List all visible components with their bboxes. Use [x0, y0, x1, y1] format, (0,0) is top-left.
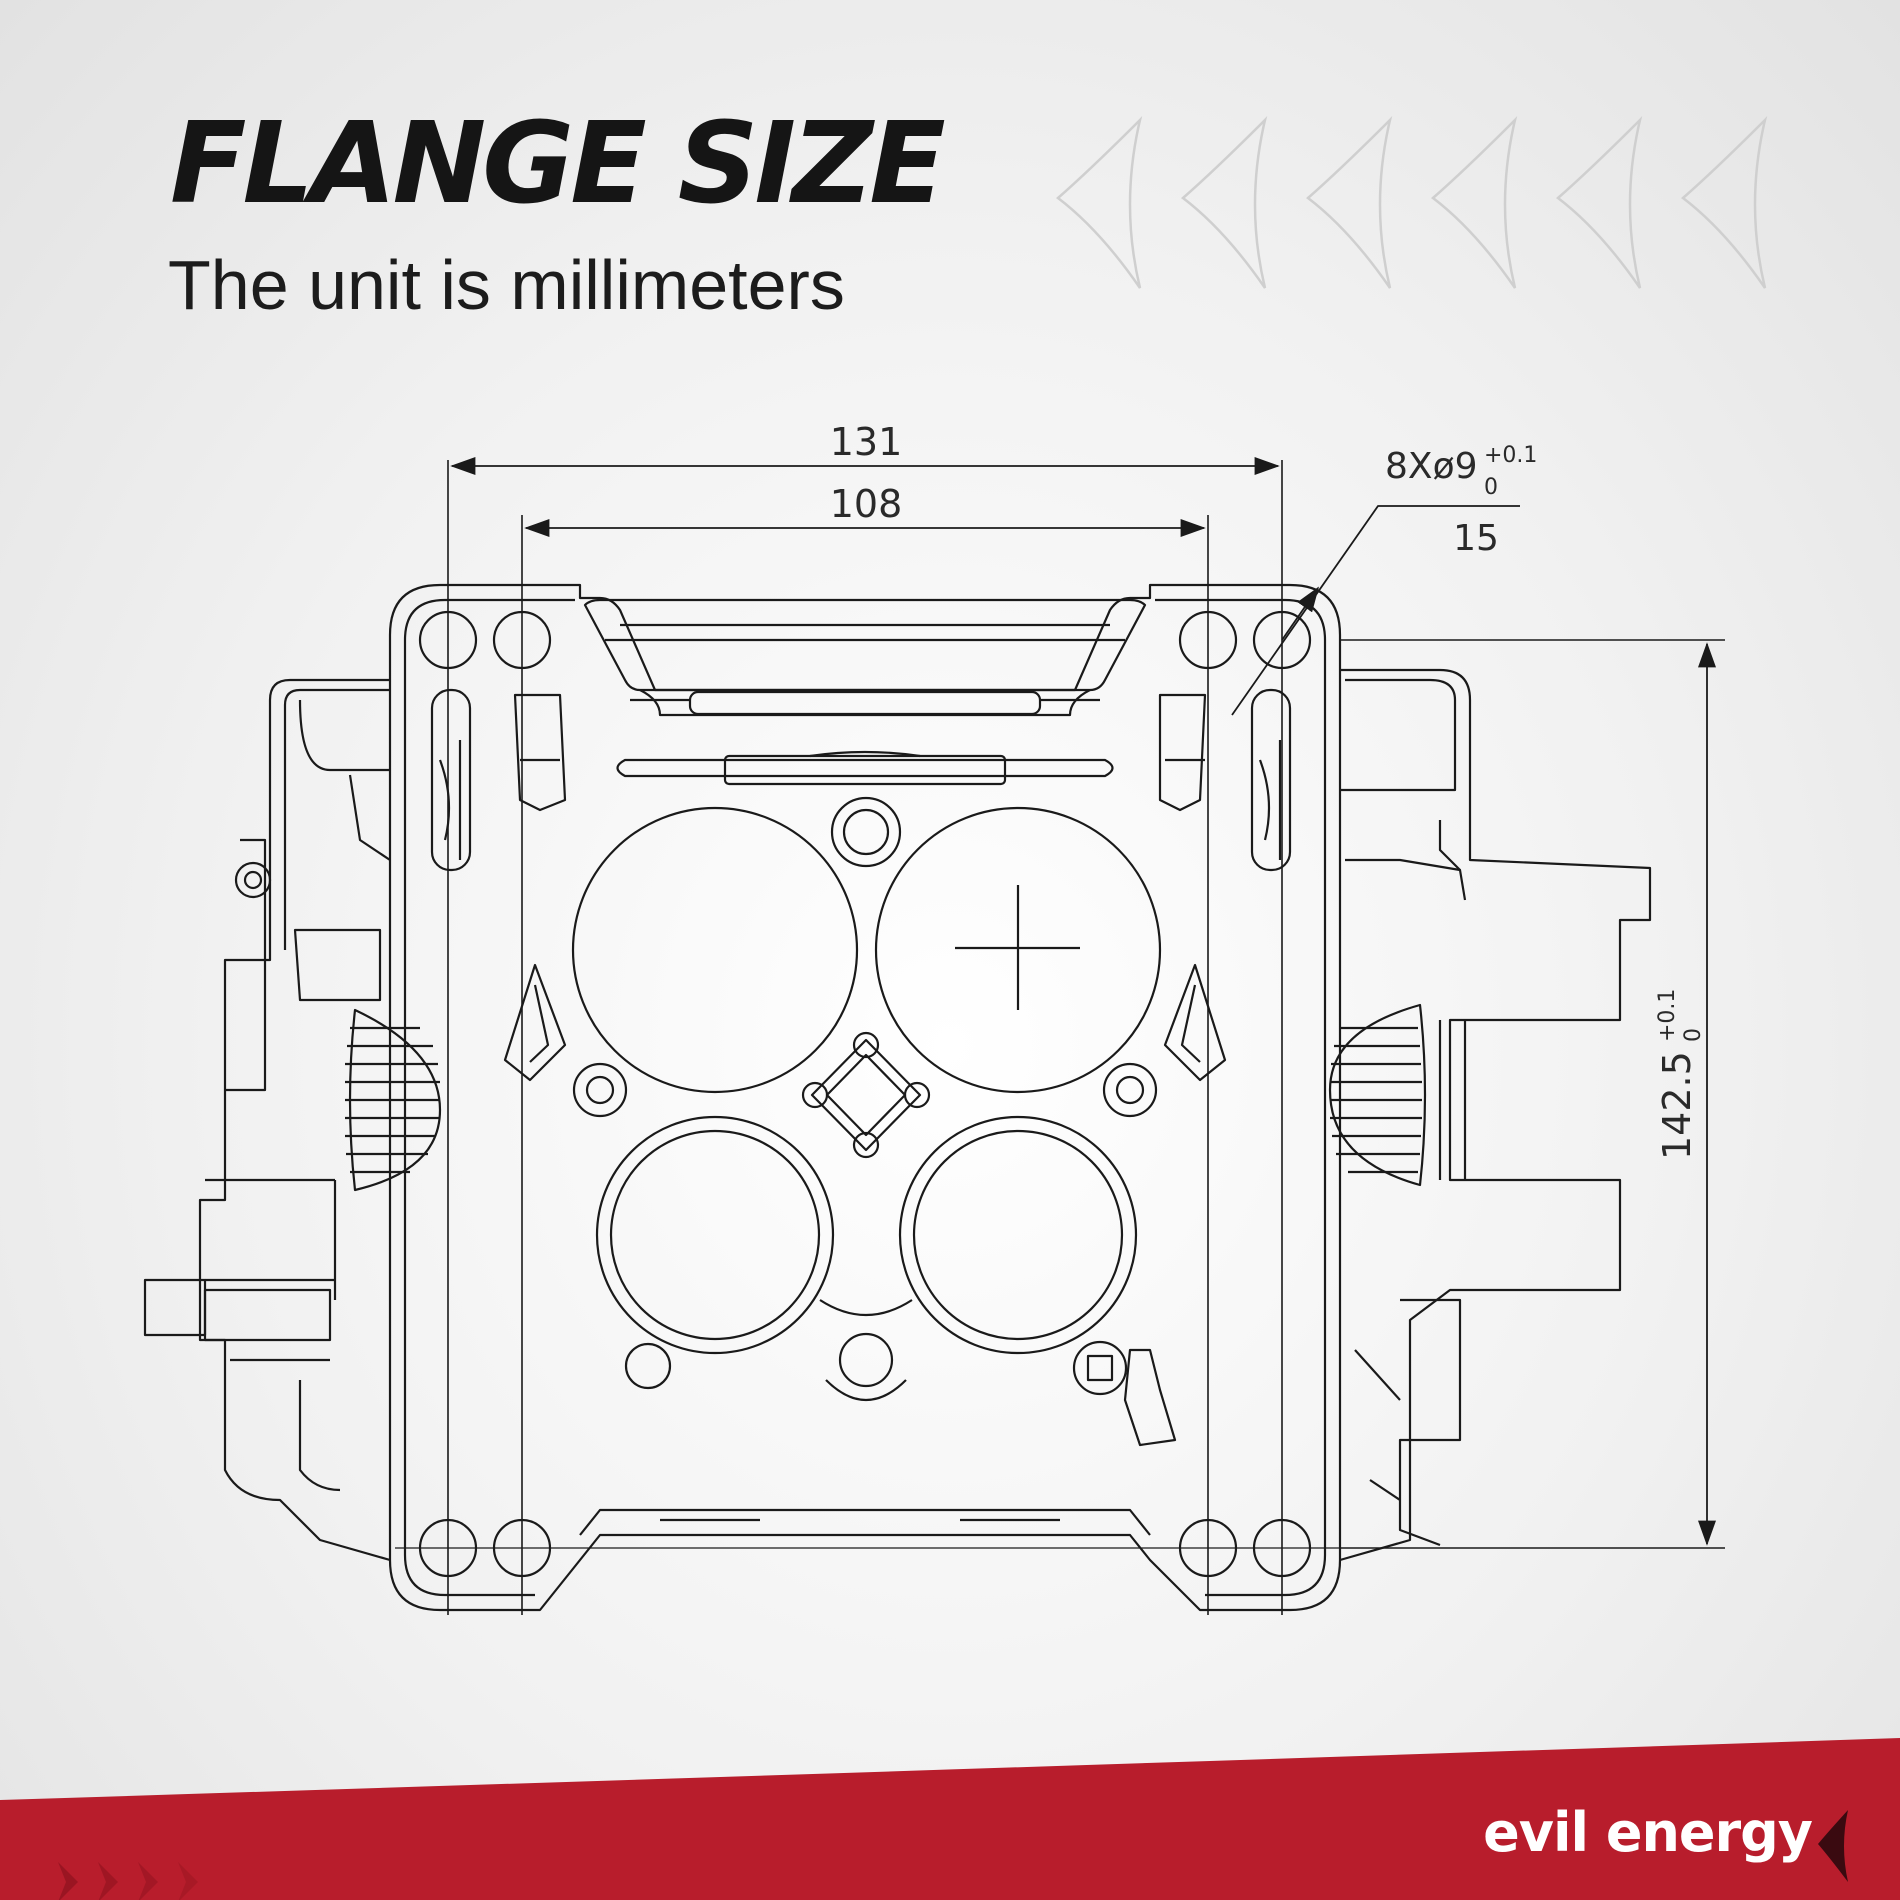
hole-depth-label: 15: [1453, 518, 1499, 559]
hole-callout-label: 8Xø9: [1385, 446, 1478, 487]
dim-131-label: 131: [830, 420, 903, 464]
dim-108-label: 108: [830, 482, 903, 526]
left-grip: [348, 1008, 442, 1192]
bore-bottom-left: [595, 1115, 835, 1355]
brand-mark-icon: [1818, 1810, 1848, 1882]
footer-arrows-icon: [58, 1862, 198, 1900]
bore-bottom-right: [898, 1115, 1138, 1355]
dim-142-tol-upper: +0.1: [1655, 989, 1680, 1042]
brand-logo: evil energy: [1483, 1801, 1813, 1864]
hole-callout-tol-upper: +0.1: [1484, 443, 1537, 468]
decorative-chevrons-icon: [1056, 116, 1768, 289]
bore-top-left: [571, 806, 859, 1094]
dim-142-label: 142.5: [1655, 1051, 1699, 1160]
right-grip: [1328, 1003, 1427, 1187]
dim-142-tol-lower: 0: [1681, 1028, 1706, 1042]
hole-callout-tol-lower: 0: [1484, 475, 1498, 500]
page-title: FLANGE SIZE: [170, 99, 946, 229]
page-subtitle: The unit is millimeters: [168, 246, 845, 324]
bore-top-right: [874, 806, 1162, 1094]
